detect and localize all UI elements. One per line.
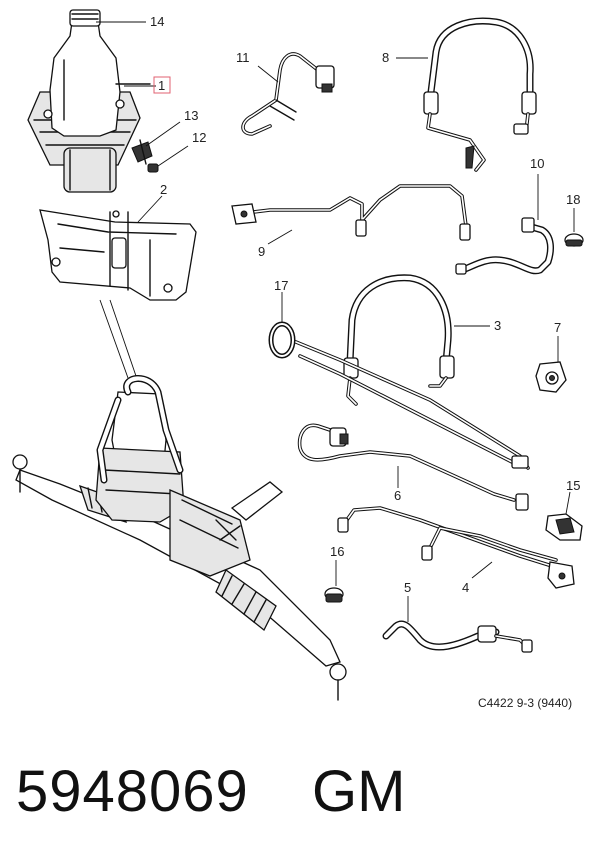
steering-rack-assembly[interactable]: [12, 375, 347, 701]
callout-12: 12: [192, 130, 206, 145]
clamp-18[interactable]: [564, 233, 584, 247]
grommet-7[interactable]: [535, 361, 567, 393]
parts-diagram: 14 1 11 8 13 12 10 2 18 9 17 3 7 6 15 16…: [12, 9, 584, 701]
bracket-15[interactable]: [545, 513, 583, 541]
clamp-16[interactable]: [324, 587, 344, 603]
pipes-4[interactable]: [337, 506, 575, 589]
part-number: 5948069: [16, 759, 249, 824]
connector-13[interactable]: [131, 139, 153, 165]
callout-2: 2: [160, 182, 167, 197]
callout-18: 18: [566, 192, 580, 207]
callout-3: 3: [494, 318, 501, 333]
callout-14: 14: [150, 14, 164, 29]
callout-16: 16: [330, 544, 344, 559]
reservoir-assembly[interactable]: [27, 9, 151, 193]
return-pipe[interactable]: [294, 340, 530, 470]
bracket[interactable]: [39, 209, 197, 301]
callout-10: 10: [530, 156, 544, 171]
highlight-box: [153, 76, 171, 94]
hose-10[interactable]: [455, 217, 554, 275]
callout-11: 11: [236, 50, 250, 65]
callout-8: 8: [382, 50, 389, 65]
callout-17: 17: [274, 278, 288, 293]
callout-15: 15: [566, 478, 580, 493]
callout-1: 1: [158, 78, 165, 93]
hose-5[interactable]: [382, 620, 533, 653]
pipe-6[interactable]: [297, 423, 529, 511]
diagram-reference-code: C4422 9-3 (9440): [478, 696, 573, 710]
pipe-11[interactable]: [241, 52, 335, 136]
callout-6: 6: [394, 488, 401, 503]
o-ring-17[interactable]: [268, 321, 296, 359]
brand-label: GM: [312, 759, 406, 824]
callout-13: 13: [184, 108, 198, 123]
callout-9: 9: [258, 244, 265, 259]
pipe-9[interactable]: [231, 184, 471, 241]
callout-5: 5: [404, 580, 411, 595]
callout-4: 4: [462, 580, 469, 595]
hose-8[interactable]: [423, 17, 537, 172]
fitting-12[interactable]: [147, 163, 159, 173]
callout-7: 7: [554, 320, 561, 335]
